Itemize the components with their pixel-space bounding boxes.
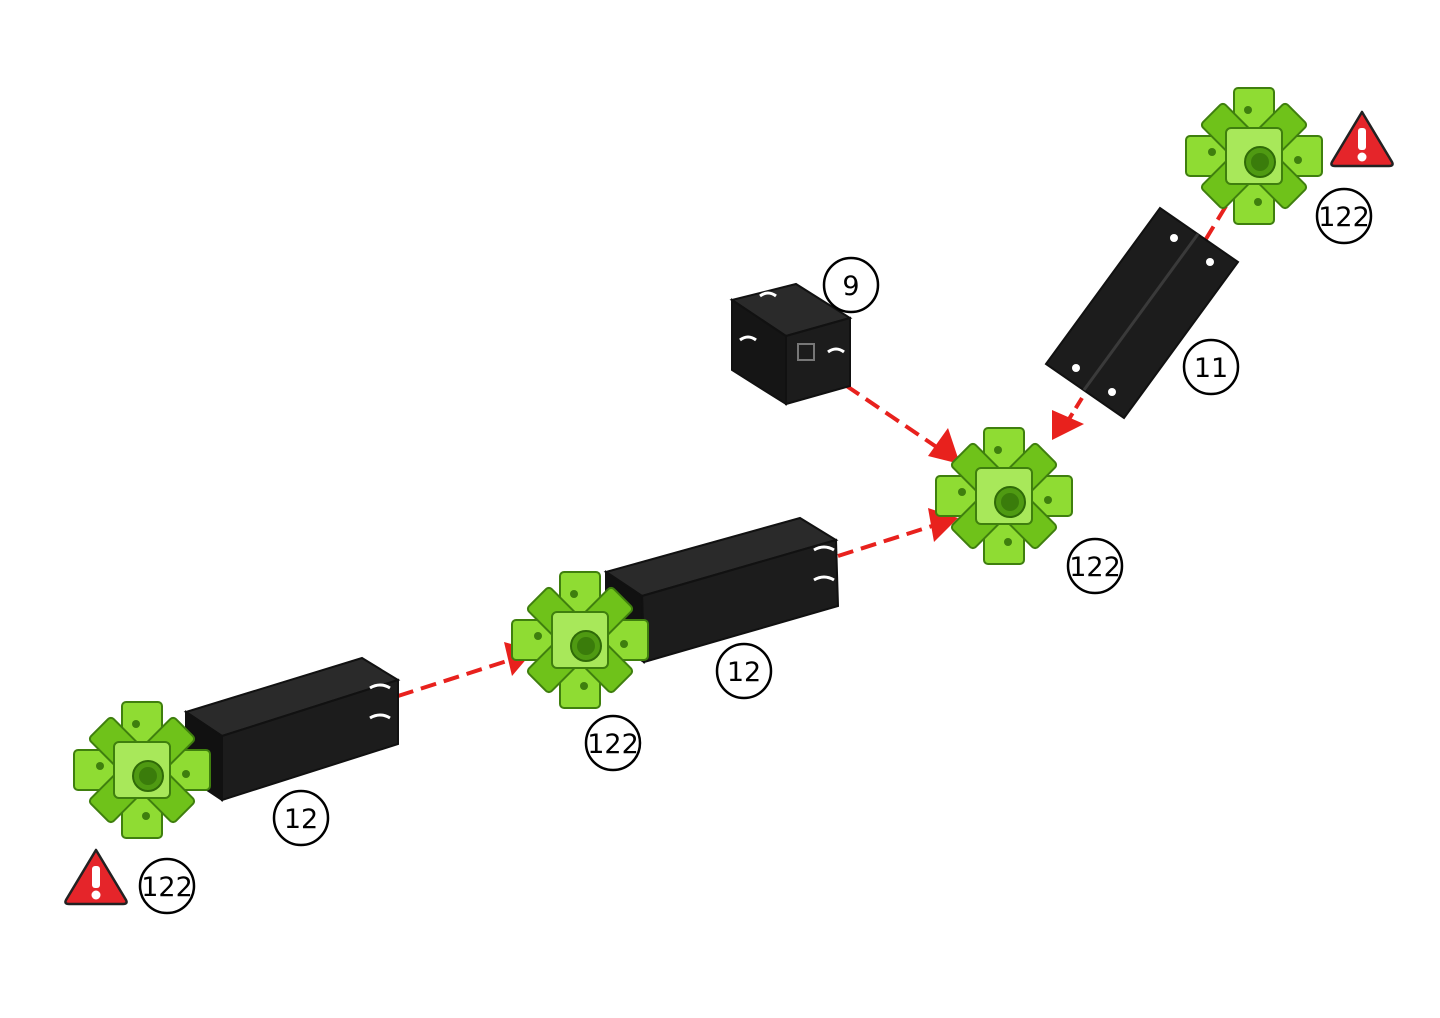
svg-text:122: 122 [1318,202,1370,233]
svg-text:11: 11 [1194,353,1228,384]
connector-top-right [1186,88,1322,224]
warning-triangle-icon [65,850,126,904]
part-label-connector-top-right: 122 [1317,189,1371,243]
warning-triangle-icon [1331,112,1392,166]
svg-text:122: 122 [1069,552,1121,583]
svg-text:9: 9 [842,271,859,302]
svg-text:122: 122 [587,729,639,760]
part-label-connector-bottom-left: 122 [140,859,194,913]
svg-text:12: 12 [727,657,761,688]
beam-bottom-left [186,658,398,800]
connector-center [936,428,1072,564]
part-label-beam-short: 11 [1184,340,1238,394]
svg-text:122: 122 [141,872,193,903]
part-label-beam-bottom-left: 12 [274,791,328,845]
part-label-connector-center: 122 [1068,539,1122,593]
svg-text:12: 12 [284,804,318,835]
arrow-beam-short-to-connector-center [1052,398,1084,440]
part-label-connector-middle: 122 [586,716,640,770]
part-label-beam-middle: 12 [717,644,771,698]
part-label-block-small: 9 [824,258,878,312]
